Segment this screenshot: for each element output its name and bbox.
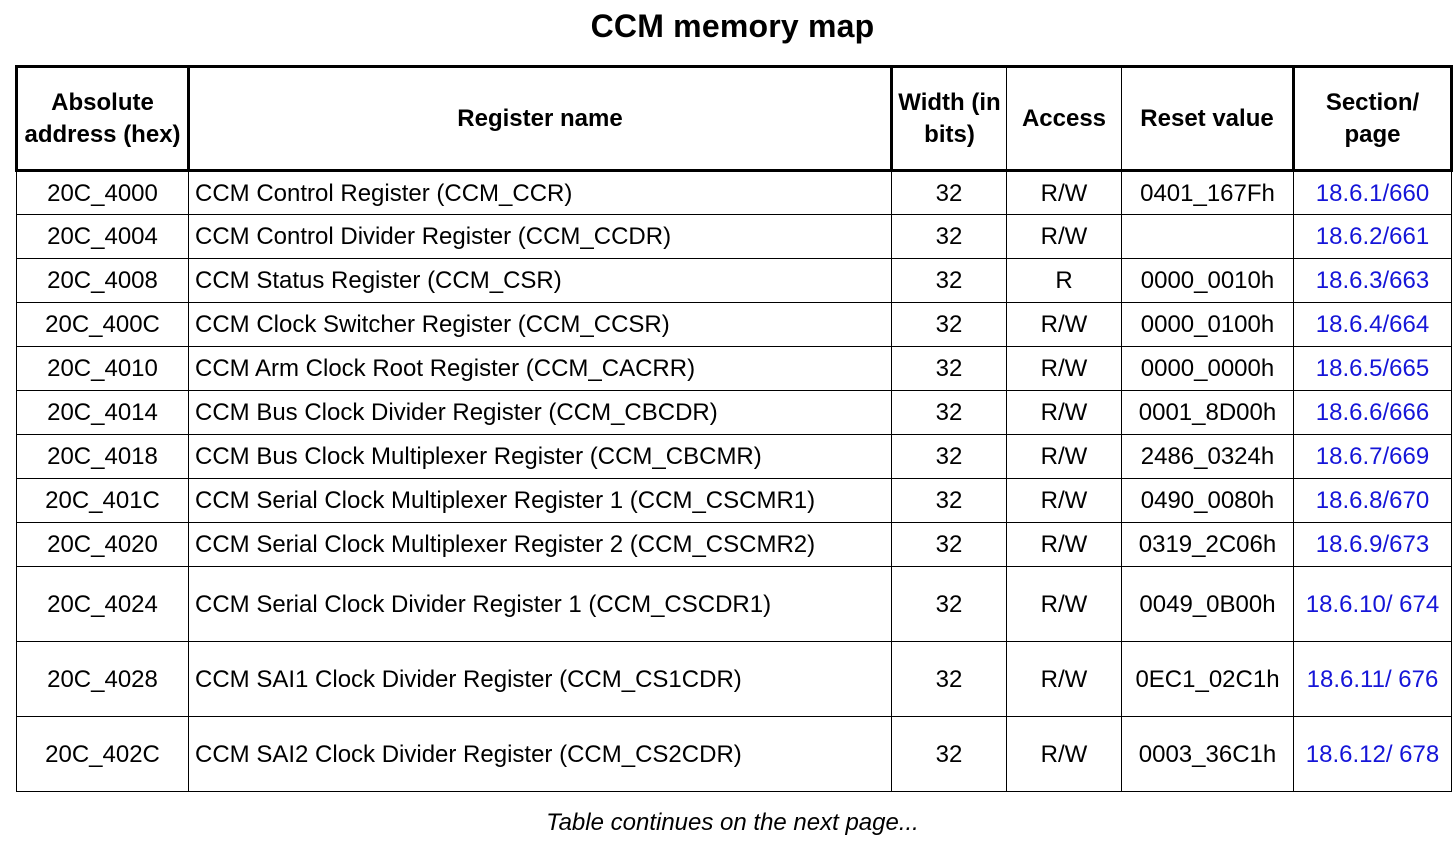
table-row: 20C_4008 CCM Status Register (CCM_CSR) 3… [16, 258, 1452, 303]
header-section-page: Section/ page [1293, 65, 1453, 172]
cell-width: 32 [891, 522, 1007, 567]
cell-width: 32 [891, 390, 1007, 435]
cell-access: R/W [1006, 390, 1122, 435]
cell-width: 32 [891, 566, 1007, 642]
header-access: Access [1006, 65, 1122, 172]
cell-address: 20C_4004 [16, 214, 189, 259]
cell-reset-value: 0401_167Fh [1121, 170, 1294, 215]
cell-width: 32 [891, 346, 1007, 391]
section-page-link[interactable]: 18.6.10/ 674 [1293, 566, 1452, 642]
cell-width: 32 [891, 170, 1007, 215]
cell-reset-value: 0049_0B00h [1121, 566, 1294, 642]
section-page-link[interactable]: 18.6.8/670 [1293, 478, 1452, 523]
table-row: 20C_4010 CCM Arm Clock Root Register (CC… [16, 346, 1452, 391]
header-absolute-address: Absolute address (hex) [15, 65, 190, 172]
table-row: 20C_4018 CCM Bus Clock Multiplexer Regis… [16, 434, 1452, 479]
cell-width: 32 [891, 716, 1007, 792]
cell-address: 20C_401C [16, 478, 189, 523]
cell-register-name: CCM SAI1 Clock Divider Register (CCM_CS1… [188, 641, 892, 717]
cell-register-name: CCM Clock Switcher Register (CCM_CCSR) [188, 302, 892, 347]
cell-register-name: CCM Serial Clock Multiplexer Register 1 … [188, 478, 892, 523]
header-reset-value: Reset value [1121, 65, 1295, 172]
table-row: 20C_4000 CCM Control Register (CCM_CCR) … [16, 170, 1452, 215]
cell-register-name: CCM Arm Clock Root Register (CCM_CACRR) [188, 346, 892, 391]
cell-width: 32 [891, 214, 1007, 259]
table-row: 20C_4014 CCM Bus Clock Divider Register … [16, 390, 1452, 435]
cell-address: 20C_4024 [16, 566, 189, 642]
cell-access: R [1006, 258, 1122, 303]
cell-reset-value [1121, 214, 1294, 259]
cell-reset-value: 0003_36C1h [1121, 716, 1294, 792]
cell-access: R/W [1006, 716, 1122, 792]
cell-address: 20C_4008 [16, 258, 189, 303]
table-title: CCM memory map [590, 8, 875, 44]
section-page-link[interactable]: 18.6.6/666 [1293, 390, 1452, 435]
memory-map-table: Absolute address (hex) Register name Wid… [15, 65, 1453, 792]
cell-register-name: CCM Serial Clock Divider Register 1 (CCM… [188, 566, 892, 642]
cell-reset-value: 2486_0324h [1121, 434, 1294, 479]
table-continues-note: Table continues on the next page... [546, 809, 919, 836]
cell-access: R/W [1006, 302, 1122, 347]
section-page-link[interactable]: 18.6.2/661 [1293, 214, 1452, 259]
cell-address: 20C_400C [16, 302, 189, 347]
cell-access: R/W [1006, 478, 1122, 523]
cell-width: 32 [891, 302, 1007, 347]
cell-reset-value: 0EC1_02C1h [1121, 641, 1294, 717]
cell-address: 20C_4028 [16, 641, 189, 717]
cell-access: R/W [1006, 170, 1122, 215]
cell-reset-value: 0319_2C06h [1121, 522, 1294, 567]
cell-reset-value: 0000_0100h [1121, 302, 1294, 347]
cell-width: 32 [891, 434, 1007, 479]
cell-address: 20C_4010 [16, 346, 189, 391]
cell-register-name: CCM Bus Clock Multiplexer Register (CCM_… [188, 434, 892, 479]
cell-access: R/W [1006, 566, 1122, 642]
cell-register-name: CCM Control Register (CCM_CCR) [188, 170, 892, 215]
table-row: 20C_400C CCM Clock Switcher Register (CC… [16, 302, 1452, 347]
table-row: 20C_4028 CCM SAI1 Clock Divider Register… [16, 641, 1452, 717]
cell-address: 20C_4000 [16, 170, 189, 215]
cell-register-name: CCM Control Divider Register (CCM_CCDR) [188, 214, 892, 259]
table-header-row: Absolute address (hex) Register name Wid… [15, 65, 1453, 172]
table-row: 20C_402C CCM SAI2 Clock Divider Register… [16, 716, 1452, 792]
header-width: Width (in bits) [891, 65, 1007, 172]
cell-address: 20C_4018 [16, 434, 189, 479]
header-register-name: Register name [188, 65, 893, 172]
table-row: 20C_4024 CCM Serial Clock Divider Regist… [16, 566, 1452, 642]
cell-register-name: CCM Status Register (CCM_CSR) [188, 258, 892, 303]
section-page-link[interactable]: 18.6.1/660 [1293, 170, 1452, 215]
cell-width: 32 [891, 478, 1007, 523]
cell-address: 20C_402C [16, 716, 189, 792]
cell-reset-value: 0000_0000h [1121, 346, 1294, 391]
section-page-link[interactable]: 18.6.9/673 [1293, 522, 1452, 567]
section-page-link[interactable]: 18.6.11/ 676 [1293, 641, 1452, 717]
cell-access: R/W [1006, 641, 1122, 717]
cell-address: 20C_4020 [16, 522, 189, 567]
cell-access: R/W [1006, 346, 1122, 391]
cell-width: 32 [891, 258, 1007, 303]
cell-reset-value: 0001_8D00h [1121, 390, 1294, 435]
cell-access: R/W [1006, 522, 1122, 567]
table-row: 20C_401C CCM Serial Clock Multiplexer Re… [16, 478, 1452, 523]
cell-address: 20C_4014 [16, 390, 189, 435]
cell-register-name: CCM Serial Clock Multiplexer Register 2 … [188, 522, 892, 567]
cell-width: 32 [891, 641, 1007, 717]
table-row: 20C_4020 CCM Serial Clock Multiplexer Re… [16, 522, 1452, 567]
cell-register-name: CCM Bus Clock Divider Register (CCM_CBCD… [188, 390, 892, 435]
section-page-link[interactable]: 18.6.7/669 [1293, 434, 1452, 479]
section-page-link[interactable]: 18.6.5/665 [1293, 346, 1452, 391]
section-page-link[interactable]: 18.6.3/663 [1293, 258, 1452, 303]
cell-reset-value: 0490_0080h [1121, 478, 1294, 523]
section-page-link[interactable]: 18.6.12/ 678 [1293, 716, 1452, 792]
cell-access: R/W [1006, 434, 1122, 479]
cell-register-name: CCM SAI2 Clock Divider Register (CCM_CS2… [188, 716, 892, 792]
cell-reset-value: 0000_0010h [1121, 258, 1294, 303]
cell-access: R/W [1006, 214, 1122, 259]
table-row: 20C_4004 CCM Control Divider Register (C… [16, 214, 1452, 259]
section-page-link[interactable]: 18.6.4/664 [1293, 302, 1452, 347]
